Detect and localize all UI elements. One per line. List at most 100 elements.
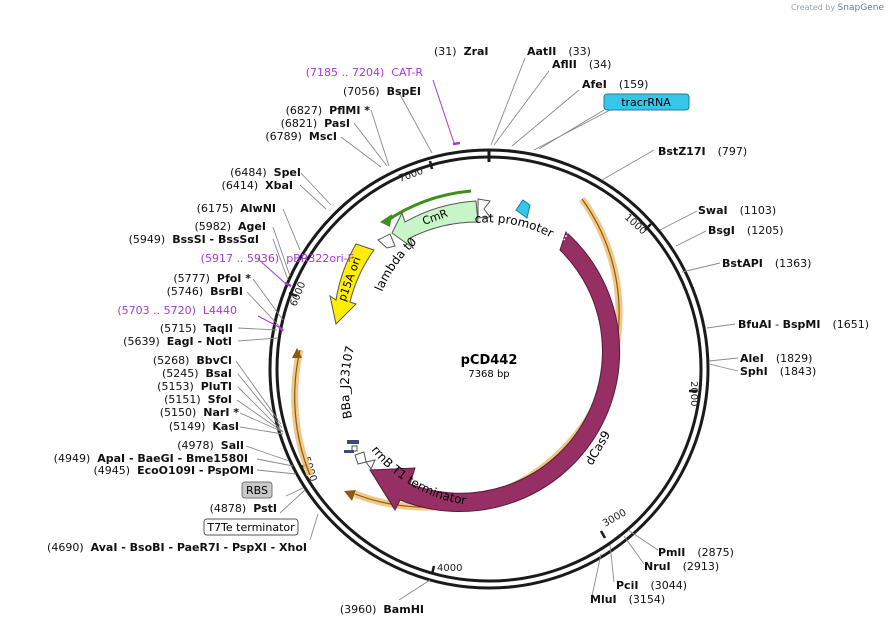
- site-pflmi-pos: (6827): [286, 104, 323, 117]
- cat-promoter-label: cat promoter: [474, 211, 556, 240]
- snapgene-logo: SnapGene: [837, 3, 884, 13]
- site-agei-pos: (5982): [194, 220, 231, 233]
- site-pcii: PciI (3044): [616, 579, 687, 592]
- cmr-extra: [477, 198, 491, 219]
- site-avai-pos: (4690): [47, 541, 84, 554]
- site-pluti-pos: (5153): [157, 380, 194, 393]
- site-alei: AleI (1829): [740, 352, 812, 365]
- site-bspei: (7056) BspEI: [343, 85, 421, 98]
- site-bspei-pos: (7056): [343, 85, 380, 98]
- site-msci: (6789)MscI: [265, 130, 337, 143]
- site-pluti-name: PluTI: [201, 380, 232, 393]
- cat-promoter-text: cat promoter: [474, 211, 556, 240]
- primer-catr: (7185 .. 7204)CAT-R: [306, 66, 424, 79]
- lambda-arrow: [377, 233, 396, 249]
- primer-pbr322: (5917 .. 5936)pBR322ori-F: [201, 252, 354, 265]
- site-alei-name: AleI: [740, 352, 764, 365]
- tracrrna-label: tracrRNA: [621, 96, 671, 109]
- site-aflii-name: AflII: [552, 58, 577, 71]
- site-nari: (5150)NarI *: [160, 406, 240, 419]
- site-afei: AfeI(159): [582, 78, 648, 91]
- site-mlui-name: MluI: [590, 593, 617, 606]
- site-sphi-name: SphI: [740, 365, 768, 378]
- site-xbai: (6414)XbaI: [222, 179, 293, 192]
- site-alwni-name: AlwNI: [240, 202, 276, 215]
- site-swai: SwaI(1103): [698, 204, 776, 217]
- site-bstapi: BstAPI(1363): [722, 257, 811, 270]
- primer-marks: [278, 141, 461, 332]
- orf-arrowhead-small: [292, 348, 302, 358]
- site-bstz17i-pos: (797): [718, 145, 748, 158]
- site-afei-pos: (159): [619, 78, 649, 91]
- dcas9-feature: [369, 231, 621, 513]
- snapgene-credit: Created by SnapGene: [791, 3, 884, 13]
- leader-lines: [235, 57, 739, 601]
- site-pcii-pos: (3044): [650, 579, 687, 592]
- site-psti-pos: (4878): [210, 502, 247, 515]
- site-aatii-name: AatII: [527, 45, 556, 58]
- site-agei-name: AgeI: [238, 220, 266, 233]
- cmr-feature: [391, 200, 479, 250]
- orf-arrowhead-dcas9: [344, 490, 356, 501]
- site-bsgi-pos: (1205): [747, 224, 784, 237]
- site-kasi-pos: (5149): [169, 420, 206, 433]
- site-nari-name: NarI *: [203, 406, 239, 419]
- p15a-ori-feature: [329, 243, 375, 326]
- site-mlui-pos: (3154): [629, 593, 666, 606]
- site-xbai-pos: (6414): [222, 179, 259, 192]
- site-nrui-pos: (2913): [683, 560, 720, 573]
- rbs-label: RBS: [246, 484, 268, 497]
- site-spei-pos: (6484): [230, 166, 267, 179]
- site-pmli-pos: (2875): [697, 546, 734, 559]
- site-ecoo109i: (4945)EcoO109I - PspOMI: [94, 464, 254, 477]
- plasmid-length: 7368 bp: [468, 369, 509, 380]
- site-psti: (4878) PstI: [210, 502, 277, 515]
- site-bbvci-name: BbvCI: [196, 354, 232, 367]
- site-agei: (5982) AgeI: [194, 220, 266, 233]
- site-pmli-name: PmlI: [658, 546, 685, 559]
- cmr-orf-arrowhead: [380, 214, 392, 227]
- site-kasi: (5149)KasI: [169, 420, 239, 433]
- site-bamhi-name: BamHI: [383, 603, 424, 616]
- site-bsai-pos: (5245): [162, 367, 199, 380]
- site-taqii-name: TaqII: [203, 322, 233, 335]
- tracrrna-line: [533, 108, 613, 151]
- site-pcii-name: PciI: [616, 579, 638, 592]
- primer-l4440: (5703 .. 5720)L4440: [117, 304, 237, 317]
- site-bfuai-pos: (1651): [832, 318, 869, 331]
- site-bsrbi-pos: (5746): [167, 285, 204, 298]
- site-bsssi: (5949)BssSI - BssSαI: [129, 233, 259, 246]
- site-bsssi-names: BssSI - BssSαI: [172, 233, 259, 246]
- primer-lines: [257, 79, 455, 328]
- cat-promoter-feature: [515, 199, 531, 219]
- site-sphi: SphI (1843): [740, 365, 816, 378]
- small-features: [344, 440, 376, 471]
- site-sali: (4978) SalI: [177, 439, 244, 452]
- site-bspei-name: BspEI: [387, 85, 421, 98]
- site-psti-name: PstI: [253, 502, 277, 515]
- site-pfoi-name: PfoI *: [217, 272, 251, 285]
- site-aatii-pos: (33): [568, 45, 591, 58]
- site-pflmi: (6827) PflMI *: [286, 104, 371, 117]
- site-pflmi-name: PflMI *: [329, 104, 370, 117]
- site-alwni-pos: (6175): [197, 202, 234, 215]
- site-ecoo109i-pos: (4945): [94, 464, 131, 477]
- site-bstz17i-name: BstZ17I: [658, 145, 706, 158]
- site-eagi-pos: (5639): [123, 335, 160, 348]
- site-bfuai: BfuAI - BspMI(1651): [738, 318, 869, 331]
- site-sphi-pos: (1843): [780, 365, 817, 378]
- site-alei-pos: (1829): [776, 352, 813, 365]
- site-taqii: (5715)TaqII: [160, 322, 233, 335]
- site-sali-pos: (4978): [177, 439, 214, 452]
- site-pmli: PmlI (2875): [658, 546, 734, 559]
- site-bsrbi: (5746)BsrBI: [167, 285, 243, 298]
- site-aflii-pos: (34): [589, 58, 612, 71]
- site-bsgi: BsgI (1205): [708, 224, 783, 237]
- site-pasi-pos: (6821): [281, 117, 318, 130]
- site-bsgi-name: BsgI: [708, 224, 735, 237]
- site-swai-name: SwaI: [698, 204, 728, 217]
- site-bstapi-pos: (1363): [775, 257, 812, 270]
- site-nrui: NruI(2913): [644, 560, 719, 573]
- site-sali-name: SalI: [221, 439, 244, 452]
